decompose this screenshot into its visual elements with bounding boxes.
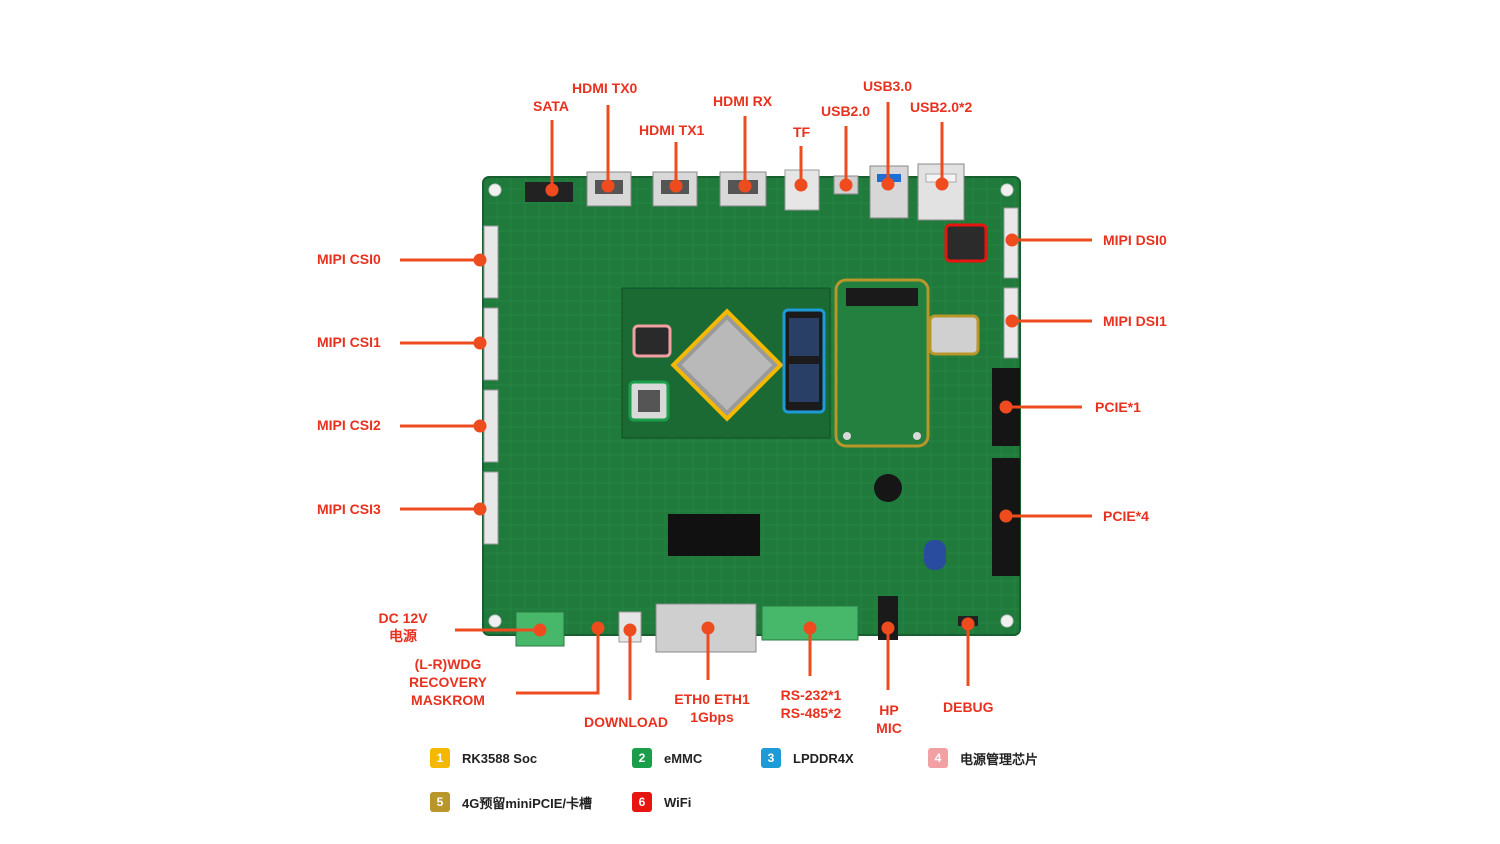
label-rs-line2: RS-485*2: [780, 705, 842, 721]
ethernet-block: [655, 514, 760, 653]
legend-item-minipcie: 5 4G预留miniPCIE/卡槽: [430, 791, 592, 813]
label-wdg-buttons: (L-R)WDG RECOVERY MASKROM: [400, 655, 496, 709]
label-usb30: USB3.0: [863, 78, 913, 94]
wifi-chip: [944, 223, 988, 263]
label-audio: HP MIC: [866, 701, 912, 737]
label-hp-line2: MIC: [876, 720, 902, 736]
legend-item-lpddr4x: 3 LPDDR4X: [761, 747, 854, 769]
legend-badge: 1: [430, 748, 450, 768]
label-tf: TF: [793, 124, 811, 140]
core-module: [621, 287, 831, 439]
legend-item-emmc: 2 eMMC: [632, 747, 702, 769]
label-debug: DEBUG: [943, 699, 994, 715]
legend-badge: 3: [761, 748, 781, 768]
sim-slot: [928, 314, 980, 356]
legend-label: 4G预留miniPCIE/卡槽: [462, 795, 593, 811]
legend-item-pmic: 4 电源管理芯片: [928, 747, 1038, 769]
legend-label: LPDDR4X: [793, 750, 854, 766]
label-wdg-line2: RECOVERY: [408, 674, 488, 690]
legend-label: eMMC: [664, 750, 703, 766]
label-eth-line1: ETH0 ETH1: [674, 691, 750, 707]
label-hdmi-tx0: HDMI TX0: [572, 80, 638, 96]
label-mipi-dsi0: MIPI DSI0: [1103, 232, 1167, 248]
label-hp-line1: HP: [879, 702, 899, 718]
label-mipi-csi3: MIPI CSI3: [317, 501, 381, 517]
label-eth-line2: 1Gbps: [690, 709, 734, 725]
label-hdmi-rx: HDMI RX: [713, 93, 773, 109]
label-ethernet: ETH0 ETH1 1Gbps: [664, 690, 760, 726]
csi-connectors: [483, 225, 499, 545]
label-mipi-csi2: MIPI CSI2: [317, 417, 381, 433]
label-rs-line1: RS-232*1: [780, 687, 842, 703]
label-dc-line2: 电源: [389, 628, 417, 644]
label-sata: SATA: [533, 98, 570, 114]
leader-lines: [400, 102, 1092, 700]
legend-badge: 4: [928, 748, 948, 768]
label-usb20: USB2.0: [821, 103, 871, 119]
legend-badge: 5: [430, 792, 450, 812]
label-dc-line1: DC 12V: [378, 610, 428, 626]
label-wdg-line3: MASKROM: [411, 692, 485, 708]
buzzer: [874, 474, 902, 502]
legend-label: 电源管理芯片: [960, 751, 1039, 767]
label-pcie4: PCIE*4: [1103, 508, 1149, 524]
legend-item-wifi: 6 WiFi: [632, 791, 691, 813]
pmic-chip: [632, 324, 672, 358]
legend-item-soc: 1 RK3588 Soc: [430, 747, 537, 769]
label-pcie1: PCIE*1: [1095, 399, 1141, 415]
label-dc-power: DC 12V 电源: [372, 609, 434, 645]
mini-pcie-slot: [834, 278, 980, 448]
label-wdg-line1: (L-R)WDG: [414, 656, 482, 672]
legend-label: RK3588 Soc: [462, 750, 538, 766]
legend-badge: 2: [632, 748, 652, 768]
label-hdmi-tx1: HDMI TX1: [639, 122, 705, 138]
label-mipi-csi0: MIPI CSI0: [317, 251, 381, 267]
legend-badge: 6: [632, 792, 652, 812]
label-download: DOWNLOAD: [584, 714, 668, 730]
legend-label: WiFi: [664, 794, 692, 810]
battery: [924, 540, 946, 570]
label-usb20x2: USB2.0*2: [910, 99, 973, 115]
label-mipi-csi1: MIPI CSI1: [317, 334, 381, 350]
label-serial: RS-232*1 RS-485*2: [772, 686, 850, 722]
label-mipi-dsi1: MIPI DSI1: [1103, 313, 1167, 329]
